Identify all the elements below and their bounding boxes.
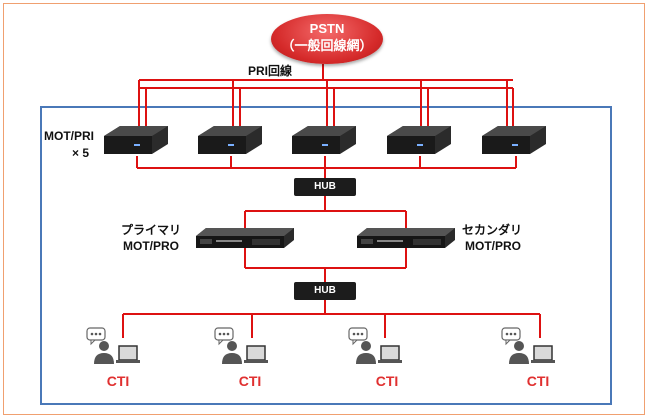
outer-frame — [3, 3, 645, 415]
mot-pri-label: MOT/PRI — [44, 129, 94, 143]
primary-label: プライマリ — [121, 223, 182, 237]
mot-pri-unit — [198, 126, 262, 154]
secondary-label: セカンダリ — [462, 223, 523, 237]
hub-lower: HUB — [294, 282, 356, 300]
cti-terminal-icon — [501, 327, 556, 365]
pstn-label: PSTN （一般回線網） — [271, 20, 383, 54]
mot-pri-unit — [104, 126, 168, 154]
mot-pri-count-label: × 5 — [72, 146, 90, 160]
cti-terminal-icon — [348, 327, 403, 365]
cti-label: CTI — [375, 373, 399, 389]
primary-server — [196, 228, 294, 248]
primary-model-label: MOT/PRO — [123, 239, 179, 253]
cti-drops — [122, 314, 541, 338]
mot-pri-unit — [482, 126, 546, 154]
pri-line-label: PRI回線 — [248, 64, 293, 78]
mot-pri-unit — [292, 126, 356, 154]
cti-label: CTI — [526, 373, 550, 389]
pstn-title: PSTN — [309, 21, 345, 36]
pstn-subtitle: （一般回線網） — [281, 38, 373, 53]
cti-terminal-icon — [86, 327, 141, 365]
cti-label: CTI — [238, 373, 262, 389]
secondary-server — [357, 228, 455, 248]
hub-upper: HUB — [294, 178, 356, 196]
mot-pri-lan-drops — [136, 156, 517, 168]
pstn-cloud — [271, 14, 383, 64]
cti-label: CTI — [106, 373, 130, 389]
pri-drops — [138, 80, 514, 132]
secondary-model-label: MOT/PRO — [465, 239, 521, 253]
cti-terminal-icon — [214, 327, 269, 365]
mot-pri-unit — [387, 126, 451, 154]
